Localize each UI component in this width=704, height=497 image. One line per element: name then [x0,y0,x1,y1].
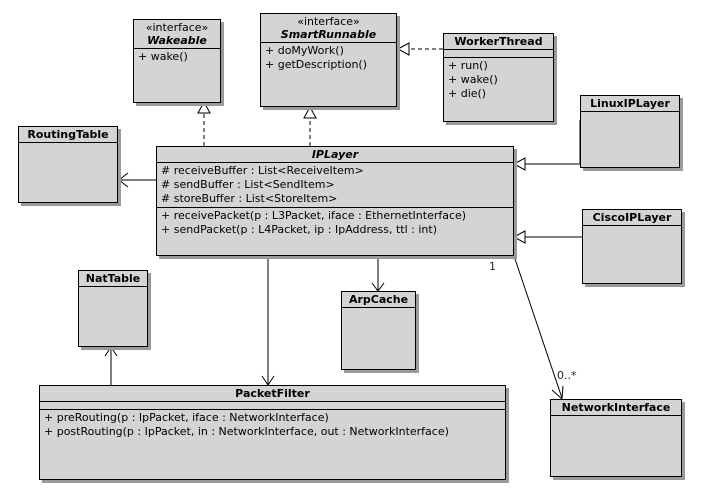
class-worker-thread[interactable]: WorkerThread + run() + wake() + die() [443,33,554,122]
association-arrowhead-routingtable [118,172,129,188]
class-name: IPLayer [311,148,359,161]
operation: + die() [448,87,487,100]
class-routing-table[interactable]: RoutingTable [18,126,118,203]
class-arp-cache[interactable]: ArpCache [341,291,416,370]
attributes-compartment [444,50,553,58]
operation: + postRouting(p : IpPacket, in : Network… [44,425,449,438]
operations-compartment: + wake() [134,49,220,65]
class-header: PacketFilter [40,386,505,402]
attributes-compartment [342,308,415,315]
class-cisco-ip-layer[interactable]: CiscoIPLayer [582,209,682,284]
generalization-linux-iplayer [525,120,581,165]
class-header: «interface» SmartRunnable [261,14,396,43]
attributes-compartment [551,416,681,423]
realization-arrowhead-wakeable [197,100,211,114]
operation: + wake() [138,50,188,63]
class-header: NatTable [79,271,147,287]
stereotype-label: «interface» [297,15,360,28]
class-header: NetworkInterface [551,400,681,416]
attribute: # receiveBuffer : List<ReceiveItem> [161,164,364,177]
association-iplayer-networkinterface [513,255,563,399]
multiplicity-iplayer-end: 1 [489,260,496,273]
class-name: RoutingTable [27,128,109,141]
operation: + doMyWork() [265,44,344,57]
operation: + run() [448,59,488,72]
class-name: ArpCache [348,293,409,306]
operation: + wake() [448,73,498,86]
class-smart-runnable[interactable]: «interface» SmartRunnable + doMyWork() +… [260,13,397,107]
attribute: # storeBuffer : List<StoreItem> [161,192,338,205]
attributes-compartment [79,287,147,294]
class-name: NetworkInterface [561,401,671,414]
class-name: LinuxIPLayer [590,97,670,110]
class-name: Wakeable [147,34,207,47]
attributes-compartment [19,143,117,150]
class-name: CiscoIPLayer [592,211,672,224]
class-ip-layer[interactable]: IPLayer # receiveBuffer : List<ReceiveIt… [156,146,514,256]
operations-compartment: + run() + wake() + die() [444,58,553,102]
attributes-compartment [581,112,679,119]
class-header: IPLayer [157,147,513,163]
attributes-compartment: # receiveBuffer : List<ReceiveItem> # se… [157,163,513,208]
class-name: SmartRunnable [280,28,377,41]
association-arrowhead-nattable [104,346,118,357]
class-header: CiscoIPLayer [583,210,681,226]
class-header: LinuxIPLayer [581,96,679,112]
multiplicity-networkinterface-end: 0..* [557,369,577,382]
class-header: WorkerThread [444,34,553,50]
class-header: RoutingTable [19,127,117,143]
class-name: PacketFilter [235,387,310,400]
class-nat-table[interactable]: NatTable [78,270,148,347]
attribute: # sendBuffer : List<SendItem> [161,178,335,191]
generalization-arrowhead-cisco [512,230,526,244]
operation: + receivePacket(p : L3Packet, iface : Et… [161,209,467,222]
class-network-interface[interactable]: NetworkInterface [550,399,682,477]
operations-compartment: + doMyWork() + getDescription() [261,43,396,73]
class-name: NatTable [85,272,141,285]
class-linux-ip-layer[interactable]: LinuxIPLayer [580,95,680,168]
attributes-compartment [583,226,681,233]
class-header: «interface» Wakeable [134,20,220,49]
realization-arrowhead-workerthread [396,42,410,56]
generalization-arrowhead-linux [512,157,526,171]
operations-compartment: + receivePacket(p : L3Packet, iface : Et… [157,208,513,238]
operation: + getDescription() [265,58,368,71]
attributes-compartment [40,402,505,410]
realization-arrowhead-smartrunnable [303,105,317,119]
class-packet-filter[interactable]: PacketFilter + preRouting(p : IpPacket, … [39,385,506,480]
operations-compartment: + preRouting(p : IpPacket, iface : Netwo… [40,410,505,440]
stereotype-label: «interface» [145,21,209,34]
operation: + sendPacket(p : L4Packet, ip : IpAddres… [161,223,438,236]
operation: + preRouting(p : IpPacket, iface : Netwo… [44,411,329,424]
class-name: WorkerThread [454,35,543,48]
class-header: ArpCache [342,292,415,308]
class-wakeable[interactable]: «interface» Wakeable + wake() [133,19,221,103]
